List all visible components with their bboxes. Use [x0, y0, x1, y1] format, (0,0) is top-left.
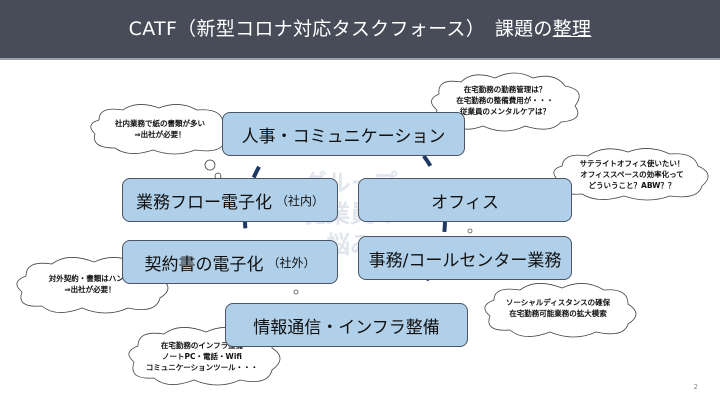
cloud-line: ⇒出社が必要！	[134, 130, 186, 139]
box-label: 事務/コールセンター業務	[368, 250, 562, 271]
cloud-line: ノートPC・電話・Wifi	[162, 352, 242, 361]
cloud-satellite-office: サテライトオフィス使いたい！ オフィススペースの効率化って どういうこと？ABW…	[548, 148, 716, 201]
box-hr-communication[interactable]: 人事・コミュニケーション	[222, 112, 465, 156]
box-label: 情報通信・インフラ整備	[253, 317, 440, 338]
box-it-infrastructure[interactable]: 情報通信・インフラ整備	[225, 303, 468, 347]
cloud-line: 在宅勤務の勤務管理は？	[463, 85, 547, 94]
cloud-line: 社内業務で紙の書類が多い	[115, 119, 205, 128]
bubble-dot	[293, 289, 299, 295]
box-note: （社外）	[267, 255, 316, 270]
box-office[interactable]: オフィス	[358, 178, 572, 222]
cloud-line: オフィススペースの効率化って	[580, 170, 684, 179]
cloud-line: 在宅勤務可能業務の拡大模索	[509, 309, 607, 318]
cloud-paper-work: 社内業務で紙の書類が多い ⇒出社が必要！	[85, 104, 235, 180]
slide-header: CATF（新型コロナ対応タスクフォース） 課題の整理	[0, 0, 720, 60]
box-workflow-digitization[interactable]: 業務フロー電子化（社内）	[122, 178, 338, 222]
title-underlined: 整理	[552, 18, 592, 40]
cloud-line: 従業員のメンタルケアは？	[460, 107, 550, 116]
box-label: 業務フロー電子化	[135, 192, 272, 213]
box-contract-digitization[interactable]: 契約書の電子化（社外）	[122, 240, 338, 284]
cloud-line: コミュニケーションツール・・・	[145, 363, 259, 372]
box-label: 人事・コミュニケーション	[241, 126, 446, 147]
title-text: CATF（新型コロナ対応タスクフォース） 課題の	[128, 18, 553, 40]
cloud-hr-concerns: 在宅勤務の勤務管理は？ 在宅勤務の整備費用が・・・ 従業員のメンタルケアは？	[425, 70, 585, 132]
box-callcenter-operations[interactable]: 事務/コールセンター業務	[358, 236, 572, 280]
cloud-distancing: ソーシャルディスタンスの確保 在宅勤務可能業務の拡大模索	[478, 282, 638, 338]
cloud-line: 在宅勤務の整備費用が・・・	[456, 96, 554, 105]
cloud-line: 対外契約・書類はハンコ	[48, 274, 132, 283]
box-label: オフィス	[431, 192, 499, 213]
box-note: （社内）	[275, 193, 324, 208]
cloud-line: サテライトオフィス使いたい！	[579, 159, 685, 168]
box-label: 契約書の電子化	[144, 254, 264, 275]
cloud-line: ソーシャルディスタンスの確保	[505, 298, 611, 307]
slide-title: CATF（新型コロナ対応タスクフォース） 課題の整理	[0, 14, 720, 41]
cloud-line: 在宅勤務のインフラ整備	[160, 341, 244, 350]
cloud-line: どういうこと？ABW？？	[588, 181, 676, 190]
cloud-line: ⇒出社が必要！	[64, 285, 116, 294]
page-number: 2	[693, 383, 698, 391]
bubble-dot	[467, 228, 473, 234]
